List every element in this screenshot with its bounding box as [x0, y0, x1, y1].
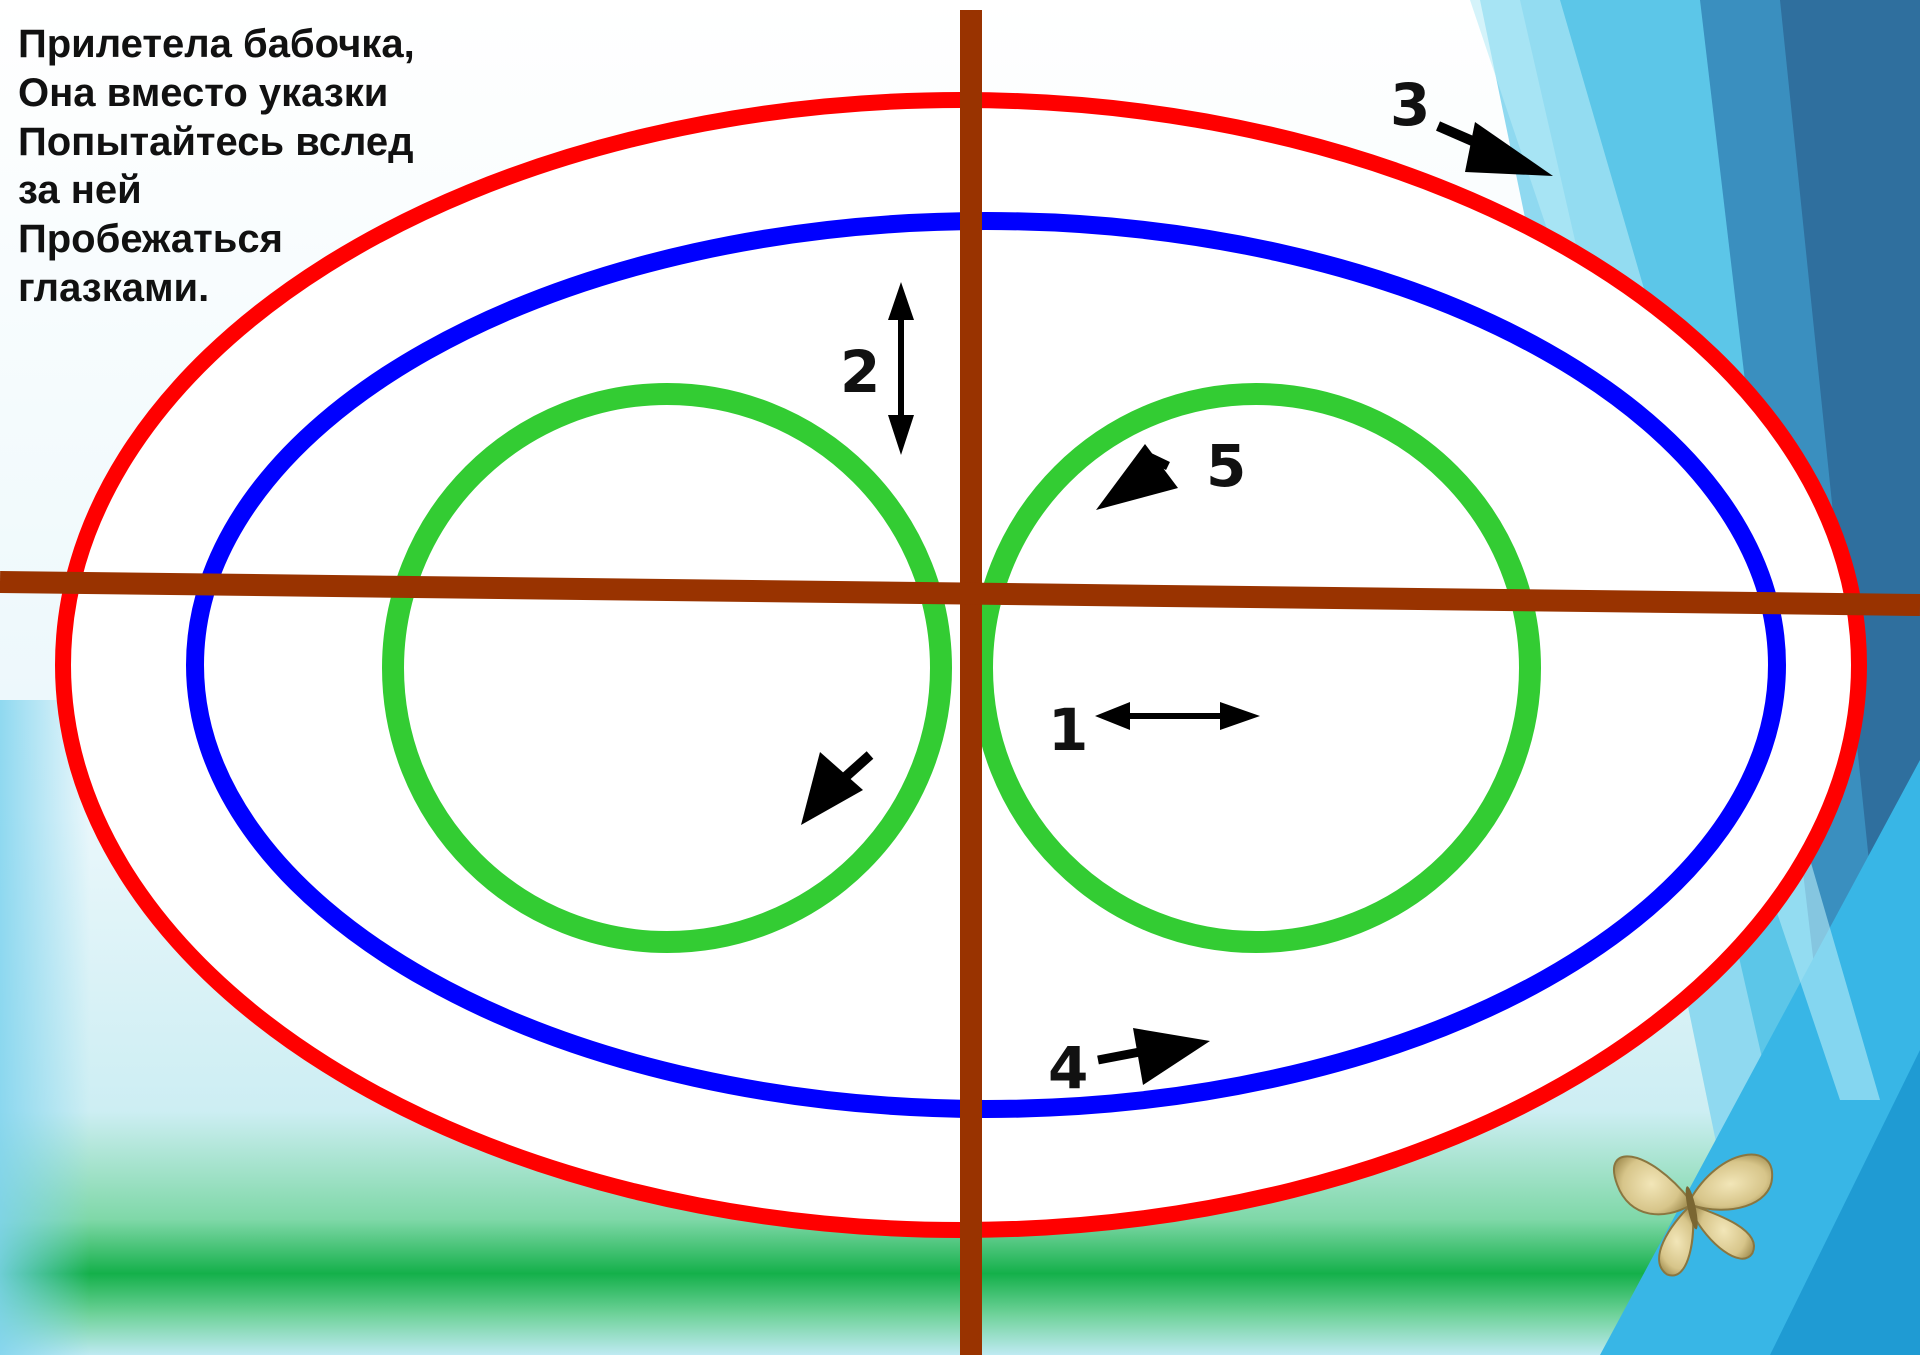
label-3: 3 — [1390, 71, 1430, 139]
left-circle — [382, 383, 952, 953]
butterfly-icon — [1613, 1153, 1774, 1277]
label-1: 1 — [1048, 696, 1088, 764]
arrow-diagonal-top-right — [1436, 121, 1553, 176]
arrow-vertical-double — [888, 282, 914, 455]
left-facet — [0, 700, 90, 1355]
horizontal-line — [0, 571, 1920, 616]
inner-ellipse — [186, 212, 1786, 1118]
label-4: 4 — [1048, 1034, 1088, 1102]
arrow-circle-right — [1096, 444, 1178, 510]
poem-line: глазками. — [18, 265, 210, 310]
poem-text: Прилетела бабочка, Она вместо указки Поп… — [18, 20, 488, 313]
poem-line: за ней — [18, 168, 142, 213]
poem-line: Пробежаться — [18, 217, 283, 262]
arrow-bottom — [1097, 1028, 1210, 1085]
label-2: 2 — [840, 338, 880, 406]
arrow-horizontal-double — [1095, 702, 1260, 730]
poem-line: Прилетела бабочка, — [18, 22, 415, 66]
arrow-circle-left — [801, 751, 874, 825]
poem-line: Попытайтесь вслед — [18, 119, 414, 164]
poem-line: Она вместо указки — [18, 70, 389, 115]
label-5: 5 — [1206, 432, 1246, 500]
